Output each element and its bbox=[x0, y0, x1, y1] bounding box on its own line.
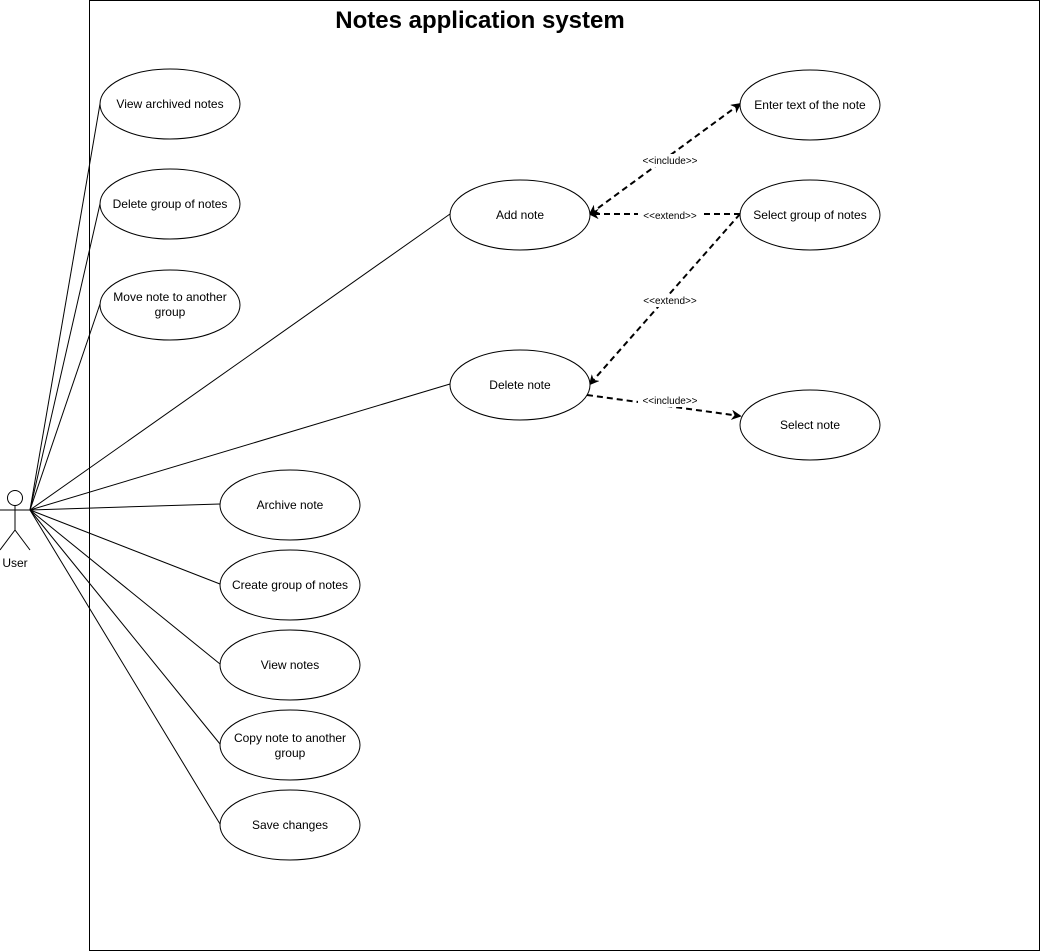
label-background bbox=[638, 154, 702, 167]
association-archive-note bbox=[29, 503, 221, 511]
association-copy-note bbox=[29, 509, 221, 745]
relation-labels: <<include>> <<extend>> <<extend>> <<incl… bbox=[638, 154, 702, 407]
use-case-enter-text-of-the-note[interactable]: Enter text of the note bbox=[739, 69, 881, 141]
use-case-select-note[interactable]: Select note bbox=[739, 389, 881, 461]
association-delete-note bbox=[29, 383, 451, 511]
use-case-label: Create group of notes bbox=[232, 578, 348, 592]
use-case-label: Archive note bbox=[257, 498, 324, 512]
use-case-create-group-of-notes[interactable]: Create group of notes bbox=[219, 549, 361, 621]
use-case-add-note[interactable]: Add note bbox=[449, 179, 591, 251]
use-case-select-group-of-notes[interactable]: Select group of notes bbox=[739, 179, 881, 251]
use-case-view-notes[interactable]: View notes bbox=[219, 629, 361, 701]
extend-label-delete-note: <<extend>> bbox=[643, 296, 697, 307]
actor-user[interactable]: User bbox=[0, 490, 31, 571]
label-background bbox=[638, 209, 702, 222]
use-case-save-changes[interactable]: Save changes bbox=[219, 789, 361, 861]
use-case-label: Delete group of notes bbox=[113, 197, 228, 211]
use-case-label: Select group of notes bbox=[753, 208, 866, 222]
label-background bbox=[638, 294, 702, 307]
label-background bbox=[638, 394, 702, 407]
include-label-enter-text: <<include>> bbox=[642, 156, 697, 167]
use-case-delete-note[interactable]: Delete note bbox=[449, 349, 591, 421]
association-save-changes bbox=[29, 509, 221, 825]
association-add-note bbox=[29, 213, 451, 511]
use-case-label: Delete note bbox=[489, 378, 551, 392]
association-delete-group-of-notes bbox=[29, 203, 101, 511]
include-label-select-note: <<include>> bbox=[642, 396, 697, 407]
system-title: Notes application system bbox=[335, 7, 624, 34]
use-case-label: View archived notes bbox=[116, 97, 223, 111]
use-case-label: Enter text of the note bbox=[754, 98, 866, 112]
use-case-delete-group-of-notes[interactable]: Delete group of notes bbox=[99, 168, 241, 240]
use-case-label: View notes bbox=[261, 658, 319, 672]
system-boundary bbox=[89, 0, 1040, 951]
use-case-label-line2: group bbox=[275, 746, 306, 760]
association-create-group-of-notes bbox=[29, 509, 221, 585]
use-case-label: Save changes bbox=[252, 818, 328, 832]
use-case-copy-note-to-another-group[interactable]: Copy note to another group bbox=[219, 709, 361, 781]
use-case-archive-note[interactable]: Archive note bbox=[219, 469, 361, 541]
association-view-archived-notes bbox=[29, 103, 101, 511]
association-view-notes bbox=[29, 509, 221, 665]
extend-label-add-note: <<extend>> bbox=[643, 211, 697, 222]
association-move-note bbox=[29, 303, 101, 511]
include-delete-note-select-note bbox=[586, 394, 740, 416]
actor-label: User bbox=[2, 556, 27, 570]
use-case-label-line1: Move note to another bbox=[113, 290, 226, 304]
use-case-label-line2: group bbox=[155, 305, 186, 319]
use-case-label: Select note bbox=[780, 418, 840, 432]
use-case-label: Add note bbox=[496, 208, 544, 222]
use-case-view-archived-notes[interactable]: View archived notes bbox=[99, 68, 241, 140]
stick-figure-icon bbox=[0, 490, 31, 551]
actor-associations bbox=[29, 103, 451, 825]
use-case-move-note-to-another-group[interactable]: Move note to another group bbox=[99, 269, 241, 341]
use-case-label-line1: Copy note to another bbox=[234, 731, 346, 745]
